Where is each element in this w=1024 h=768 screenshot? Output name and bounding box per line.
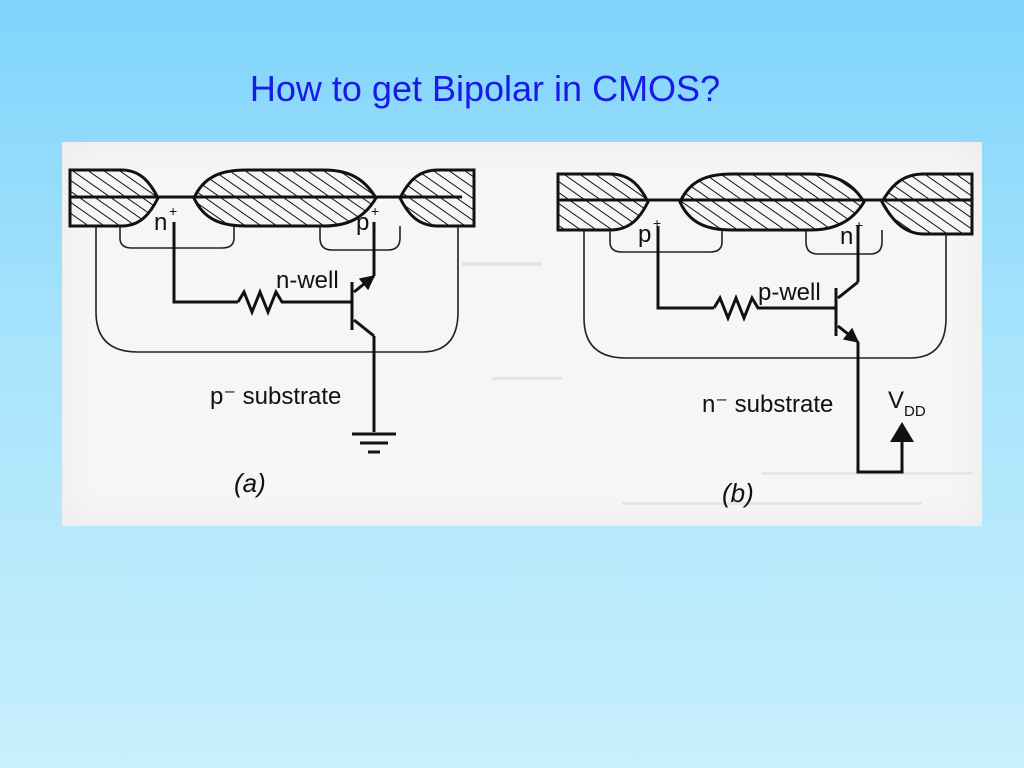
field-oxide-mid-b (678, 172, 866, 232)
p-plus-sup-b: + (653, 215, 661, 231)
well-resistor-b (712, 293, 836, 323)
vdd-arrow-icon (890, 422, 914, 442)
bjt-collector-a (353, 318, 375, 338)
n-plus-label-a: n (154, 209, 167, 236)
vdd-label: V (888, 387, 904, 414)
n-well-label-a: n-well (276, 267, 339, 294)
figure-panel: n + p + n-well p⁻ substrate (a) p + n + (62, 142, 982, 526)
wire-collector-b (856, 342, 904, 474)
p-well-boundary-b (583, 230, 947, 359)
p-well-label-b: p-well (758, 279, 821, 306)
substrate-label-a: p⁻ substrate (210, 383, 341, 410)
slide-title: How to get Bipolar in CMOS? (249, 68, 721, 109)
field-oxide-left-a (68, 168, 160, 228)
p-plus-sup-a: + (371, 203, 379, 219)
n-well-boundary-a (95, 226, 459, 353)
wire-nplus-a (172, 222, 238, 304)
p-plus-label-a: p (356, 209, 369, 236)
figure-a: n + p + n-well p⁻ substrate (a) (68, 168, 476, 498)
bjt-collector-b (837, 324, 860, 344)
well-resistor-a (236, 287, 352, 317)
caption-b: (b) (722, 478, 754, 508)
n-plus-diffusion-a (119, 226, 235, 249)
n-plus-sup-a: + (169, 203, 177, 219)
field-oxide-right-a (398, 168, 476, 228)
field-oxide-right-b (880, 172, 974, 236)
bjt-emitter-a (353, 274, 376, 294)
n-plus-diffusion-b (805, 230, 883, 255)
field-oxide-left-b (556, 172, 650, 232)
p-plus-label-b: p (638, 221, 651, 248)
n-plus-sup-b: + (855, 217, 863, 233)
figure-b: p + n + p-well n⁻ substrate V DD (b) (556, 172, 974, 508)
substrate-label-b: n⁻ substrate (702, 391, 833, 418)
p-plus-diffusion-a (319, 226, 401, 251)
cmos-bipolar-diagram: n + p + n-well p⁻ substrate (a) p + n + (68, 168, 974, 508)
p-plus-diffusion-b (609, 230, 723, 253)
wire-pplus-b (656, 226, 714, 310)
bjt-emitter-b (837, 280, 859, 300)
field-oxide-mid-a (192, 168, 378, 228)
scan-background-marks (462, 262, 972, 505)
vdd-subscript: DD (904, 403, 926, 420)
caption-a: (a) (234, 468, 266, 498)
n-plus-label-b: n (840, 223, 853, 250)
